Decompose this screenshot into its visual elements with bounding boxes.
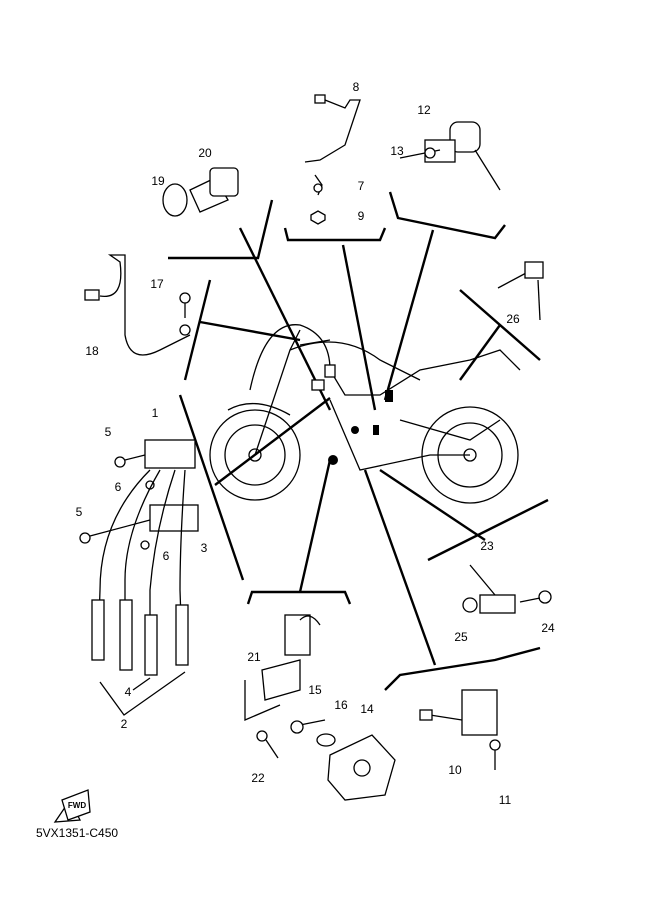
callout-10: 10 [448, 763, 462, 777]
callout-13: 13 [390, 144, 404, 158]
callout-16: 16 [334, 698, 348, 712]
callout-labels: 8 12 20 7 13 19 9 17 26 18 1 5 6 5 6 3 2… [76, 80, 555, 807]
drawing-code: 5VX1351-C450 [36, 826, 119, 840]
callout-6b: 6 [163, 549, 170, 563]
callout-9: 9 [358, 209, 365, 223]
callout-26: 26 [506, 312, 520, 326]
callout-14: 14 [360, 702, 374, 716]
callout-12: 12 [417, 103, 431, 117]
callout-1: 1 [152, 406, 159, 420]
callout-17: 17 [150, 277, 164, 291]
callout-24: 24 [541, 621, 555, 635]
part-sketches [79, 94, 552, 801]
callout-3: 3 [201, 541, 208, 555]
callout-7: 7 [358, 179, 365, 193]
callout-4: 4 [125, 685, 132, 699]
callout-18: 18 [85, 344, 99, 358]
motorcycle-outline [209, 324, 521, 504]
callout-5: 5 [105, 425, 112, 439]
callout-2: 2 [121, 717, 128, 731]
fwd-label: FWD [68, 801, 86, 810]
callout-25: 25 [454, 630, 468, 644]
callout-19: 19 [151, 174, 165, 188]
callout-23: 23 [480, 539, 494, 553]
callout-11: 11 [499, 793, 512, 807]
callout-21: 21 [247, 650, 261, 664]
group-brackets [168, 191, 549, 691]
callout-6: 6 [115, 480, 122, 494]
callout-20: 20 [198, 146, 212, 160]
callout-8: 8 [353, 80, 360, 94]
callout-22: 22 [251, 771, 265, 785]
callout-15: 15 [308, 683, 322, 697]
callout-5b: 5 [76, 505, 83, 519]
fwd-arrow-icon: FWD [53, 789, 91, 823]
